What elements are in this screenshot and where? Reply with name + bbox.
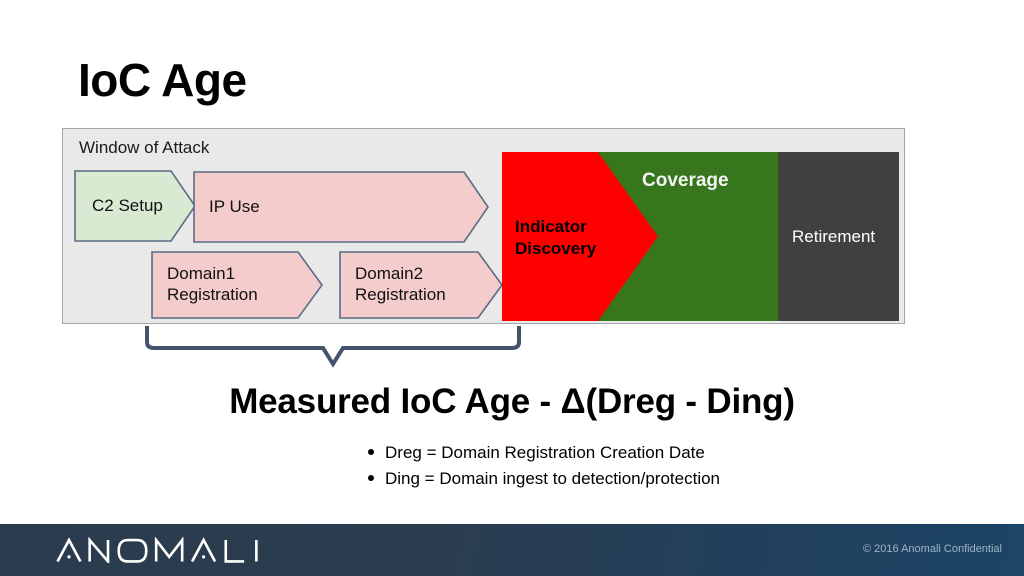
list-item-label: Ding = Domain ingest to detection/protec… <box>385 469 721 489</box>
bullet-dot-icon <box>368 449 374 455</box>
chevron-domain1-registration: Domain1 Registration <box>151 251 323 319</box>
window-of-attack-diagram: Window of Attack C2 Setup IP Use Domain1… <box>62 128 905 324</box>
chevron-label: Domain1 Registration <box>167 264 258 304</box>
stage-block-retirement <box>778 152 899 321</box>
chevron-shape-icon <box>339 251 503 319</box>
bullet-dot-icon <box>368 475 374 482</box>
window-of-attack-label: Window of Attack <box>79 138 210 157</box>
measured-ioc-age-headline: Measured IoC Age - Δ(Dreg - Ding) <box>229 382 795 421</box>
list-item: Dreg = Domain Registration Creation Date <box>368 440 720 466</box>
stage-label-coverage: Coverage <box>642 170 729 191</box>
chevron-domain2-registration: Domain2 Registration <box>339 251 503 319</box>
definition-list: Dreg = Domain Registration Creation Date… <box>368 440 720 493</box>
chevron-shape-icon <box>151 251 323 319</box>
stage-label-retirement: Retirement <box>792 227 876 246</box>
copyright-notice: © 2016 Anomali Confidential <box>863 543 1002 555</box>
list-item-label: Dreg = Domain Registration Creation Date <box>385 443 705 462</box>
chevron-label: Domain2 Registration <box>355 264 446 304</box>
red-arrow-shape-icon <box>502 152 658 321</box>
list-item: Ding = Domain ingest to detection/protec… <box>368 466 720 492</box>
chevron-label: IP Use <box>209 196 260 216</box>
slide-footer: © 2016 Anomali Confidential <box>0 524 1024 576</box>
chevron-c2-setup: C2 Setup <box>74 170 196 242</box>
stage-block-indicator-discovery <box>502 152 658 321</box>
chevron-shape-icon <box>74 170 196 242</box>
chevron-label: C2 Setup <box>92 195 163 215</box>
stage-label-indicator-discovery: Indicator Discovery <box>515 217 597 258</box>
lifecycle-stage-blocks: Coverage Indicator Discovery Retirement <box>502 152 899 321</box>
measurement-brace <box>143 326 523 368</box>
page-title: IoC Age <box>78 54 247 106</box>
chevron-shape-icon <box>193 171 489 243</box>
brace-icon <box>145 326 521 368</box>
anomali-logo <box>56 537 258 563</box>
chevron-ip-use: IP Use <box>193 171 489 243</box>
